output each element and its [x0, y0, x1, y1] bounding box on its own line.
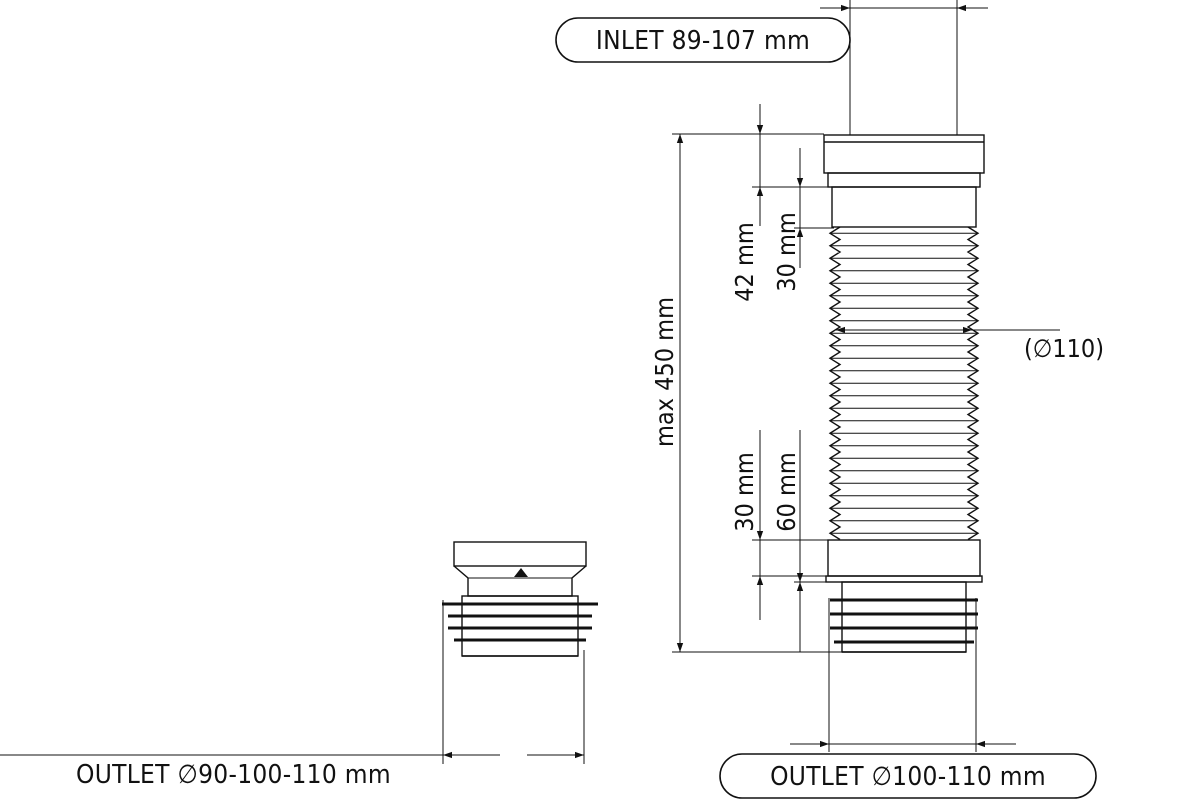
- diameter-110-label: (∅110): [1024, 334, 1104, 363]
- outlet-large-dimension: [790, 598, 1016, 752]
- dim-42-label: 42 mm: [730, 222, 759, 302]
- outlet-large-label-text: OUTLET ∅100-110 mm: [770, 762, 1046, 792]
- inlet-label: INLET 89-107 mm: [555, 17, 851, 63]
- bellows-right-edge: [966, 226, 980, 541]
- outlet-small-dimension: OUTLET ∅90-100-110 mm: [0, 600, 585, 790]
- max-length-label: max 450 mm: [650, 297, 679, 447]
- outlet-small-label: OUTLET ∅90-100-110 mm: [76, 760, 391, 790]
- inlet-label-text: INLET 89-107 mm: [596, 26, 810, 56]
- outlet-large-label: OUTLET ∅100-110 mm: [719, 753, 1097, 799]
- inlet-dimension: [820, 0, 988, 135]
- dim-30-top-label: 30 mm: [772, 212, 801, 292]
- adapter-marking-icon: [514, 568, 528, 577]
- bellows-left-edge: [828, 226, 842, 541]
- dim-60-dimension: 60 mm: [772, 430, 842, 652]
- max-length-dimension: max 450 mm: [650, 133, 842, 653]
- dim-30-bottom-dimension: 30 mm: [730, 430, 830, 620]
- dim-30-top-dimension: 30 mm: [772, 148, 834, 292]
- dim-60-label: 60 mm: [772, 452, 801, 532]
- diameter-110-dimension: (∅110): [836, 326, 1104, 363]
- dim-30-bottom-label: 30 mm: [730, 452, 759, 532]
- flexible-pipe: [823, 134, 985, 653]
- outlet-adapter: [442, 541, 598, 657]
- dim-42-dimension: 42 mm: [730, 104, 830, 302]
- corrugated-section: [828, 226, 980, 541]
